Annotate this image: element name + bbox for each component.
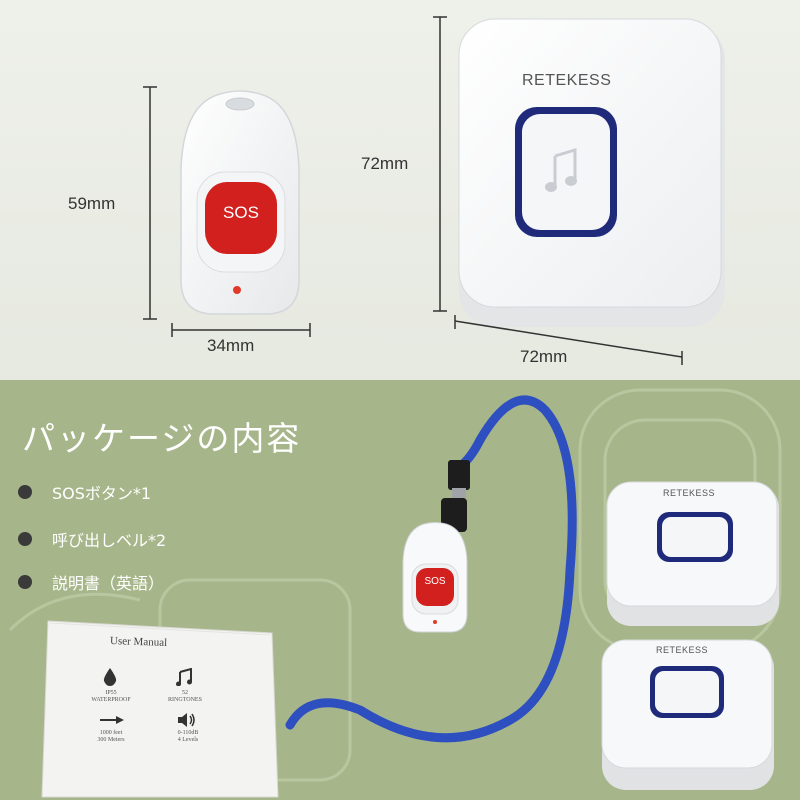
sos-button-label-small: SOS xyxy=(424,576,446,587)
receiver-height-dimension-line xyxy=(433,16,447,312)
waterproof-icon xyxy=(103,668,117,686)
sos-pendant xyxy=(180,90,300,315)
section-divider-curve xyxy=(0,380,800,420)
volume-icon xyxy=(178,713,195,727)
sos-pendant-small xyxy=(402,522,468,633)
receiver-width-dimension-line xyxy=(454,315,683,365)
pendant-width-dimension-line xyxy=(171,323,311,337)
list-item: 呼び出しベル*2 xyxy=(18,527,166,551)
receiver-device xyxy=(458,18,725,327)
receiver-device-2 xyxy=(601,639,774,790)
blue-lanyard xyxy=(285,395,577,743)
list-item: SOSボタン*1 xyxy=(18,480,151,504)
manual-title: User Manual xyxy=(109,635,168,649)
list-item-label: 呼び出しベル*2 xyxy=(52,531,167,550)
pendant-height-dimension-line xyxy=(143,86,157,320)
bullet-dot xyxy=(18,575,32,589)
bullet-dot xyxy=(18,532,32,546)
music-note-icon xyxy=(176,668,192,686)
list-item-label: 説明書（英語） xyxy=(52,574,165,593)
receiver-brand-logo: RETEKESS xyxy=(656,645,709,655)
bullet-dot xyxy=(18,485,32,499)
list-item: 説明書（英語） xyxy=(18,570,164,594)
user-manual-booklet xyxy=(41,620,279,798)
list-item-label: SOSボタン*1 xyxy=(52,484,152,503)
receiver-brand-logo: RETEKESS xyxy=(522,72,612,89)
receiver-brand-logo: RETEKESS xyxy=(663,488,716,498)
range-arrow-icon xyxy=(100,716,124,724)
receiver-width-label: 72mm xyxy=(520,347,568,366)
receiver-device-1 xyxy=(606,481,779,626)
pendant-height-label: 59mm xyxy=(68,194,116,213)
sos-button-label: SOS xyxy=(223,203,259,222)
receiver-height-label: 72mm xyxy=(361,154,409,173)
package-title: パッケージの内容 xyxy=(22,419,302,458)
music-note-icon xyxy=(545,148,577,192)
pendant-width-label: 34mm xyxy=(207,336,255,355)
